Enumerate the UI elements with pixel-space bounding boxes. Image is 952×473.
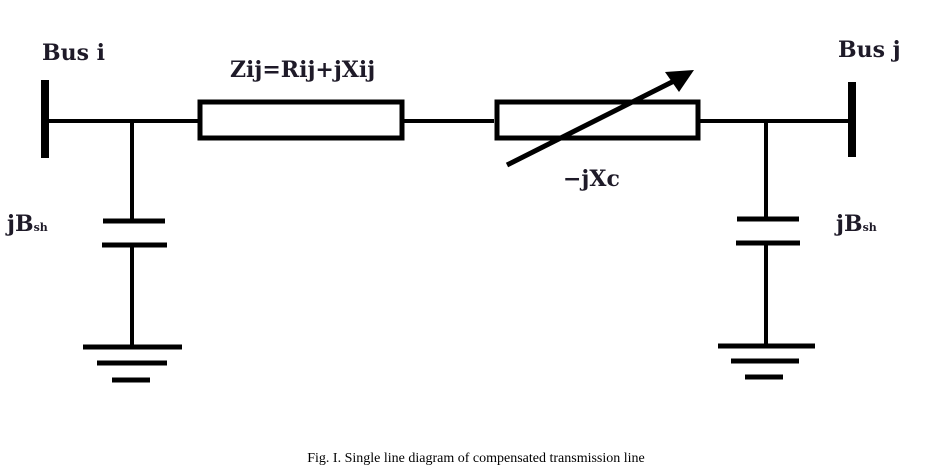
shunt-right-main: jB — [836, 211, 863, 237]
line-impedance-label: Zij=Rij+jXij — [230, 57, 376, 83]
shunt-left-sub: sh — [33, 221, 48, 234]
variable-arrow-shaft — [505, 76, 680, 168]
line-impedance-box — [197, 99, 405, 141]
variable-arrow-head — [665, 70, 694, 92]
shunt-right-label: jBsh — [836, 213, 877, 235]
shunt-left-label: jBsh — [7, 213, 48, 235]
bus-j-label: Bus j — [838, 37, 901, 63]
series-compensation-label: −jXc — [563, 166, 620, 192]
shunt-right-sub: sh — [862, 221, 877, 234]
shunt-left-main: jB — [7, 211, 34, 237]
figure-caption: Fig. I. Single line diagram of compensat… — [307, 451, 645, 466]
bus-i-label: Bus i — [42, 40, 105, 66]
variable-reactance-box — [494, 99, 701, 141]
